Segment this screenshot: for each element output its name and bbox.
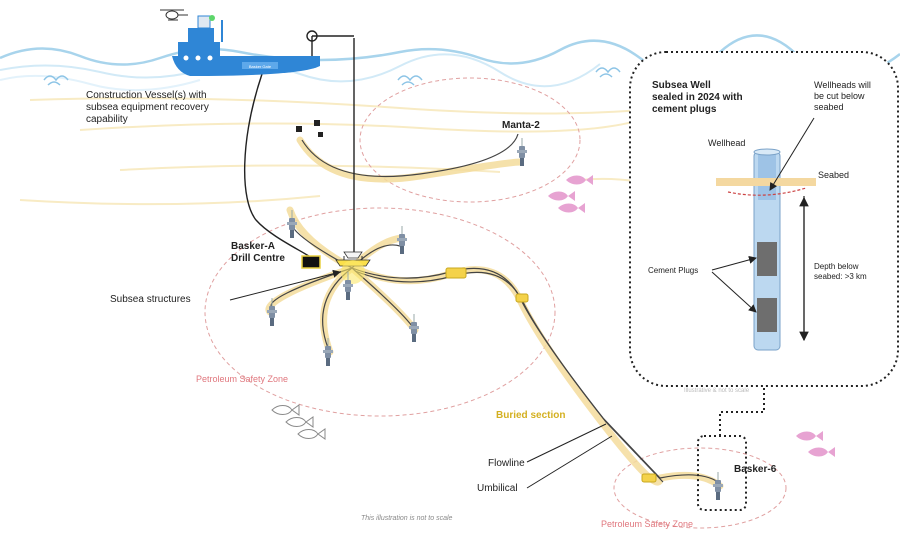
- source-note: Illustrative & not to scale: [684, 388, 750, 394]
- umbilical-label: Umbilical: [477, 483, 518, 494]
- safety-zone-manta-2: [359, 77, 581, 203]
- helicopter-icon: [160, 9, 188, 21]
- not-to-scale-note: This illustration is not to scale: [361, 515, 453, 522]
- manta-2-label: Manta-2: [502, 120, 540, 131]
- seabed-label: Seabed: [818, 170, 850, 180]
- cement-plug-pointer-lower: [711, 271, 757, 313]
- seabed-line: [716, 178, 816, 186]
- vessel-name-plate: Basker Gate: [249, 64, 272, 69]
- construction-vessel: [172, 15, 320, 76]
- cement-plugs-label: Cement Plugs: [648, 266, 699, 275]
- subsea-structure-box-small: [445, 267, 467, 279]
- subsea-structure-box: [301, 255, 321, 269]
- wellhead-tree-icon: [396, 225, 408, 255]
- cut-line: [727, 187, 807, 196]
- vessel-wires: [243, 35, 355, 259]
- sea-surface: [0, 34, 900, 92]
- petroleum-safety-zone-label-bottom: Petroleum Safety Zone: [601, 519, 694, 529]
- cement-plug-lower: [757, 298, 777, 332]
- wellhead-note-pointer: [769, 117, 815, 191]
- wellhead-tree-icon: [408, 313, 420, 343]
- manifold-glow: [341, 260, 365, 284]
- cement-plug-pointer-upper: [711, 255, 757, 271]
- subsea-structure-box-mid: [515, 293, 529, 303]
- buried-section-label: Buried section: [496, 410, 566, 421]
- flowline-pointer: [526, 423, 607, 463]
- wellhead-cut-note: Wellheads will be cut below seabed: [814, 80, 871, 112]
- wave-icon: [43, 67, 621, 86]
- subsea-structures-pointer: [229, 269, 341, 301]
- fish-outline-icon: [271, 404, 326, 440]
- cement-plug-upper: [757, 242, 777, 276]
- basker-6-focus-box: [697, 435, 747, 511]
- wellhead-tree-icon: [712, 471, 724, 501]
- depth-label: Depth below seabed: >3 km: [814, 262, 867, 281]
- mast-light-icon: [209, 15, 215, 21]
- basker-6-label: Basker-6: [734, 464, 777, 475]
- basker-a-label: Basker-A Drill Centre: [231, 241, 285, 264]
- vessel-label: Construction Vessel(s) with subsea equip…: [86, 90, 209, 125]
- petroleum-safety-zone-label: Petroleum Safety Zone: [196, 374, 289, 384]
- wellhead-label: Wellhead: [708, 138, 746, 148]
- subsea-structures-label: Subsea structures: [110, 294, 191, 305]
- inset-connector: [719, 384, 765, 436]
- subsea-structure-box-b6: [641, 473, 657, 483]
- flowline-label: Flowline: [488, 458, 525, 469]
- safety-zone-basker-6: [613, 447, 787, 529]
- umbilical-pointer: [526, 435, 613, 489]
- inset-title: Subsea Well sealed in 2024 with cement p…: [652, 80, 743, 115]
- safety-zone-basker-a: [204, 207, 556, 417]
- crane-sheave: [306, 30, 318, 42]
- manta-structures: [296, 120, 323, 137]
